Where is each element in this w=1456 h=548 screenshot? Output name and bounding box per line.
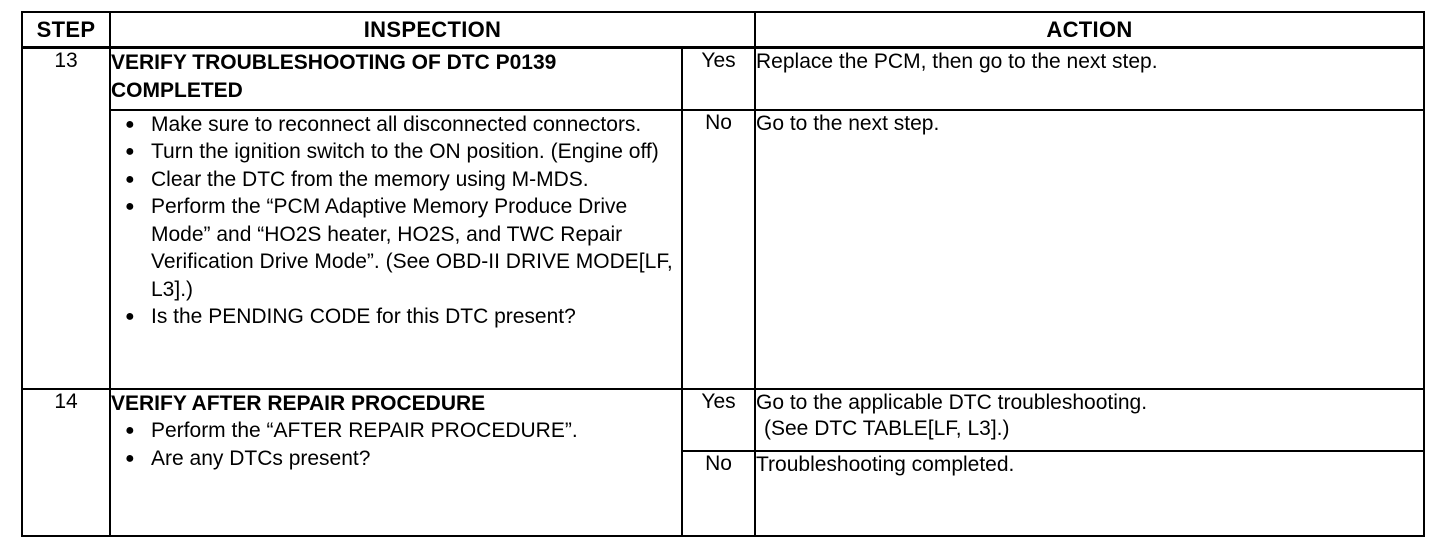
bullet-icon: ● <box>125 308 135 325</box>
no-label: No <box>681 108 756 390</box>
header-inspection: INSPECTION <box>109 11 756 49</box>
step-number: 13 <box>21 46 111 390</box>
table-row: 14 VERIFY AFTER REPAIR PROCEDURE ●Perfor… <box>21 387 1425 537</box>
table-header-row: STEP INSPECTION ACTION <box>21 11 1425 49</box>
list-item: ●Perform the “PCM Adaptive Memory Produc… <box>125 195 673 301</box>
header-step: STEP <box>21 11 111 49</box>
inspection-steps: VERIFY AFTER REPAIR PROCEDURE ●Perform t… <box>109 387 683 537</box>
inspection-bullet-list: ●Perform the “AFTER REPAIR PROCEDURE”. ●… <box>111 417 681 472</box>
list-item: ●Are any DTCs present? <box>111 445 681 473</box>
yes-label: Yes <box>681 46 756 111</box>
bullet-icon: ● <box>125 143 135 160</box>
bullet-icon: ● <box>125 422 135 439</box>
no-action: Troubleshooting completed. <box>754 449 1425 537</box>
yes-action: Go to the applicable DTC troubleshooting… <box>754 387 1425 452</box>
yes-action-text: Go to the applicable DTC troubleshooting… <box>756 390 1148 414</box>
inspection-title-line: COMPLETED <box>111 78 243 102</box>
table-row: No Troubleshooting completed. <box>22 449 1425 537</box>
troubleshooting-table: STEP INSPECTION ACTION 13 VERIFY TROUBLE… <box>21 11 1425 537</box>
yes-label: Yes <box>681 387 756 452</box>
no-label: No <box>681 449 756 537</box>
yes-action: Replace the PCM, then go to the next ste… <box>754 46 1425 111</box>
inspection-title: VERIFY TROUBLESHOOTING OF DTC P0139 COMP… <box>109 46 683 111</box>
bullet-icon: ● <box>125 170 135 188</box>
bullet-icon: ● <box>125 198 135 215</box>
bullet-icon: ● <box>125 449 135 467</box>
inspection-bullet-list: ●Make sure to reconnect all disconnected… <box>111 111 681 331</box>
inspection-title-line: VERIFY TROUBLESHOOTING OF DTC P0139 <box>111 51 557 74</box>
inspection-steps: ●Make sure to reconnect all disconnected… <box>109 108 683 390</box>
header-action: ACTION <box>754 11 1425 49</box>
table-row: ●Make sure to reconnect all disconnected… <box>22 108 1425 390</box>
list-item: ●Clear the DTC from the memory using M-M… <box>111 166 681 194</box>
yes-action-note: (See DTC TABLE[LF, L3].) <box>764 416 1010 440</box>
no-action: Go to the next step. <box>754 108 1425 390</box>
inspection-title: VERIFY AFTER REPAIR PROCEDURE <box>111 391 486 415</box>
list-item: ●Make sure to reconnect all disconnected… <box>111 111 681 139</box>
step-number: 14 <box>21 387 111 537</box>
list-item: ●Perform the “AFTER REPAIR PROCEDURE”. <box>111 417 681 445</box>
list-item: ●Is the PENDING CODE for this DTC presen… <box>111 303 681 331</box>
list-item: ●Turn the ignition switch to the ON posi… <box>111 138 681 166</box>
table-row: 13 VERIFY TROUBLESHOOTING OF DTC P0139 C… <box>21 46 1425 390</box>
bullet-icon: ● <box>125 115 135 133</box>
